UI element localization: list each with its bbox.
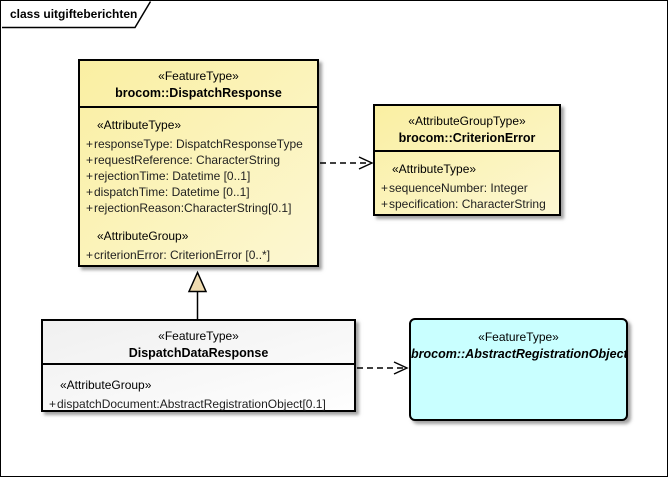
visibility: + (86, 185, 94, 199)
attribute-text: rejectionReason:CharacterString[0.1] (94, 201, 292, 215)
attribute-row[interactable]: + criterionError: CriterionError [0..*] (80, 247, 317, 263)
visibility: + (86, 137, 94, 151)
attribute-text: responseType: DispatchResponseType (94, 137, 303, 151)
class-box-dispatch-response[interactable]: «FeatureType» brocom::DispatchResponse «… (78, 59, 319, 267)
generalization-dispatchdataresponse-dispatchresponse[interactable] (187, 270, 208, 320)
attribute-row[interactable]: + requestReference: CharacterString (80, 152, 317, 168)
class-header: «FeatureType» brocom::DispatchResponse (80, 61, 317, 108)
attribute-text: dispatchTime: Datetime [0..1] (94, 185, 250, 199)
open-arrowhead-icon (358, 156, 374, 170)
attribute-row[interactable]: + sequenceNumber: Integer (375, 180, 559, 196)
attribute-row[interactable]: + rejectionReason:CharacterString[0.1] (80, 200, 317, 216)
attribute-row[interactable]: + rejectionTime: Datetime [0..1] (80, 168, 317, 184)
class-attributes: «AttributeGroup» + dispatchDocument:Abst… (43, 365, 354, 412)
stereotype-label: «FeatureType» (158, 69, 239, 83)
class-attributes: «AttributeType» + responseType: Dispatch… (80, 108, 317, 263)
stereotype-label: «FeatureType» (478, 330, 559, 344)
diagram-title-tab[interactable]: class uitgifteberichten (2, 2, 150, 28)
visibility: + (49, 397, 57, 411)
class-name: brocom::AbstractRegistrationObject (411, 347, 628, 361)
class-attributes: «AttributeType» + sequenceNumber: Intege… (375, 152, 559, 212)
class-box-criterion-error[interactable]: «AttributeGroupType» brocom::CriterionEr… (373, 104, 561, 216)
stereotype-label: «AttributeGroupType» (408, 114, 526, 128)
diagram-title: class uitgifteberichten (10, 7, 138, 21)
compartment-stereotype: «AttributeGroup» (97, 229, 189, 243)
class-name: DispatchDataResponse (128, 346, 269, 360)
visibility: + (86, 153, 94, 167)
compartment-stereotype: «AttributeType» (392, 162, 477, 176)
class-box-dispatch-data-response[interactable]: «FeatureType» DispatchDataResponse «Attr… (41, 319, 356, 412)
dependency-arrow-dispatchdataresponse-abstractregistrationobject[interactable] (357, 361, 409, 375)
attribute-row[interactable]: + specification: CharacterString (375, 196, 559, 212)
class-box-abstract-registration-object[interactable]: «FeatureType» brocom::AbstractRegistrati… (409, 318, 628, 421)
dependency-arrow-dispatchresponse-criterionerror[interactable] (320, 156, 374, 170)
class-header: «FeatureType» brocom::AbstractRegistrati… (411, 320, 628, 366)
open-arrowhead-icon (393, 361, 409, 375)
stereotype-label: «FeatureType» (158, 329, 239, 343)
attribute-row[interactable]: + responseType: DispatchResponseType (80, 136, 317, 152)
visibility: + (381, 181, 389, 195)
visibility: + (86, 248, 94, 262)
class-header: «AttributeGroupType» brocom::CriterionEr… (375, 106, 559, 152)
visibility: + (86, 169, 94, 183)
attribute-text: dispatchDocument:AbstractRegistrationObj… (57, 397, 326, 411)
attribute-text: sequenceNumber: Integer (389, 181, 528, 195)
hollow-triangle-icon (187, 270, 208, 293)
compartment-stereotype: «AttributeType» (97, 118, 182, 132)
attribute-text: requestReference: CharacterString (94, 153, 281, 167)
class-name: brocom::DispatchResponse (115, 86, 282, 100)
attribute-text: specification: CharacterString (389, 197, 546, 211)
attribute-text: criterionError: CriterionError [0..*] (94, 248, 271, 262)
visibility: + (381, 197, 389, 211)
attribute-row[interactable]: + dispatchTime: Datetime [0..1] (80, 184, 317, 200)
class-header: «FeatureType» DispatchDataResponse (43, 321, 354, 365)
attribute-text: rejectionTime: Datetime [0..1] (94, 169, 251, 183)
compartment-stereotype: «AttributeGroup» (60, 378, 152, 392)
attribute-row[interactable]: + dispatchDocument:AbstractRegistrationO… (43, 396, 354, 412)
visibility: + (86, 201, 94, 215)
class-name: brocom::CriterionError (398, 131, 536, 145)
